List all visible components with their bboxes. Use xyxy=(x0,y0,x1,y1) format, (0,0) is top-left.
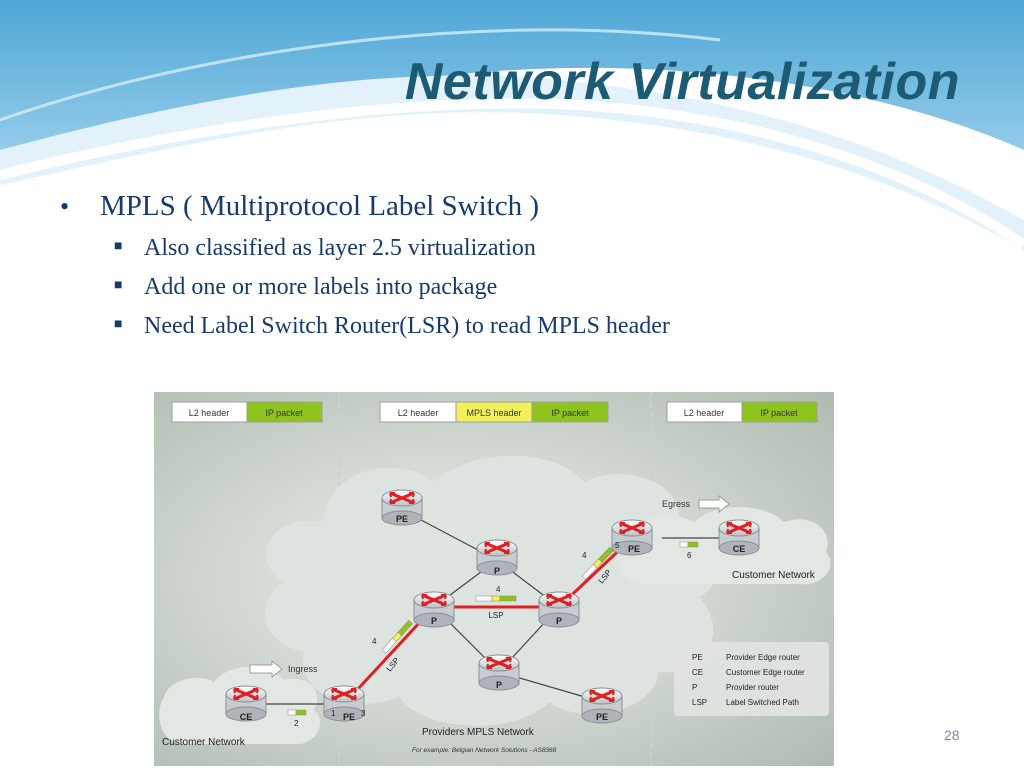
example-caption: For example: Belgian Network Solutions -… xyxy=(412,747,557,754)
slide-title: Network Virtualization xyxy=(404,53,960,111)
legend-abbr: P xyxy=(692,683,697,692)
page-number: 28 xyxy=(944,727,960,743)
step-number: 3 xyxy=(361,709,366,718)
legend: PE Provider Edge router CE Customer Edge… xyxy=(674,642,829,716)
providers-network-label: Providers MPLS Network xyxy=(422,727,535,738)
legend-abbr: PE xyxy=(692,653,703,662)
customer-network-left-label: Customer Network xyxy=(162,737,246,748)
legend-desc: Provider router xyxy=(726,683,779,692)
node-label: CE xyxy=(240,712,253,722)
legend-desc: Customer Edge router xyxy=(726,668,805,677)
l2-header-label: L2 header xyxy=(684,408,725,418)
packet-mini-top: 4 LSP xyxy=(475,585,517,620)
step-number: 5 xyxy=(615,541,620,550)
square-bullet-icon: ■ xyxy=(114,277,123,293)
packet-mini-ingress: 2 xyxy=(287,709,307,728)
l2-header-label: L2 header xyxy=(398,408,439,418)
node-label: P xyxy=(431,616,437,626)
node-label: PE xyxy=(396,514,408,524)
bullet-list: • MPLS ( Multiprotocol Label Switch ) ■ … xyxy=(60,190,960,340)
packet-mini-left xyxy=(381,619,413,654)
lsp-label: LSP xyxy=(488,611,503,620)
packet-mini-egress: 6 xyxy=(679,541,699,560)
node-label: P xyxy=(494,566,500,576)
customer-network-right-label: Customer Network xyxy=(732,570,816,581)
step-number: 6 xyxy=(687,551,692,560)
sub-bullet: ■ Also classified as layer 2.5 virtualiz… xyxy=(114,235,960,262)
ingress-label: Ingress xyxy=(288,664,318,674)
legend-abbr: CE xyxy=(692,668,703,677)
left-packet-header: L2 header IP packet xyxy=(171,401,323,423)
bullet-text: MPLS ( Multiprotocol Label Switch ) xyxy=(100,190,539,222)
sub-bullet-text: Add one or more labels into package xyxy=(144,274,498,300)
square-bullet-icon: ■ xyxy=(114,238,123,254)
step-number: 4 xyxy=(582,551,587,560)
egress-arrow-icon xyxy=(698,495,730,513)
ip-packet-label: IP packet xyxy=(551,408,589,418)
square-bullet-icon: ■ xyxy=(114,316,123,332)
sub-bullet-text: Need Label Switch Router(LSR) to read MP… xyxy=(144,313,670,339)
sub-bullet: ■ Need Label Switch Router(LSR) to read … xyxy=(114,313,960,340)
sub-bullet: ■ Add one or more labels into package xyxy=(114,274,960,301)
step-number: 4 xyxy=(496,585,501,594)
step-number: 1 xyxy=(331,709,336,718)
ip-packet-label: IP packet xyxy=(265,408,303,418)
mpls-network-diagram: L2 header IP packet L2 header MPLS heade… xyxy=(154,392,834,766)
legend-desc: Label Switched Path xyxy=(726,698,799,707)
mpls-header-label: MPLS header xyxy=(466,408,521,418)
step-number: 2 xyxy=(294,719,299,728)
bullet-dot-icon: • xyxy=(60,191,70,221)
provider-cloud xyxy=(265,455,718,726)
node-label: P xyxy=(496,680,502,690)
node-label: P xyxy=(556,616,562,626)
node-label: PE xyxy=(628,544,640,554)
sub-bullet-text: Also classified as layer 2.5 virtualizat… xyxy=(144,235,536,261)
right-packet-header: L2 header IP packet xyxy=(666,401,818,423)
legend-abbr: LSP xyxy=(692,698,707,707)
ip-packet-label: IP packet xyxy=(760,408,798,418)
node-label: CE xyxy=(733,544,746,554)
node-label: PE xyxy=(343,712,355,722)
legend-desc: Provider Edge router xyxy=(726,653,800,662)
egress-label: Egress xyxy=(662,499,691,509)
node-label: PE xyxy=(596,712,608,722)
ingress-arrow-icon xyxy=(249,660,283,678)
bullet-mpls: • MPLS ( Multiprotocol Label Switch ) xyxy=(60,190,960,223)
step-number: 4 xyxy=(372,637,377,646)
l2-header-label: L2 header xyxy=(189,408,230,418)
packet-mini-right xyxy=(581,546,614,580)
middle-packet-header: L2 header MPLS header IP packet xyxy=(379,401,609,423)
